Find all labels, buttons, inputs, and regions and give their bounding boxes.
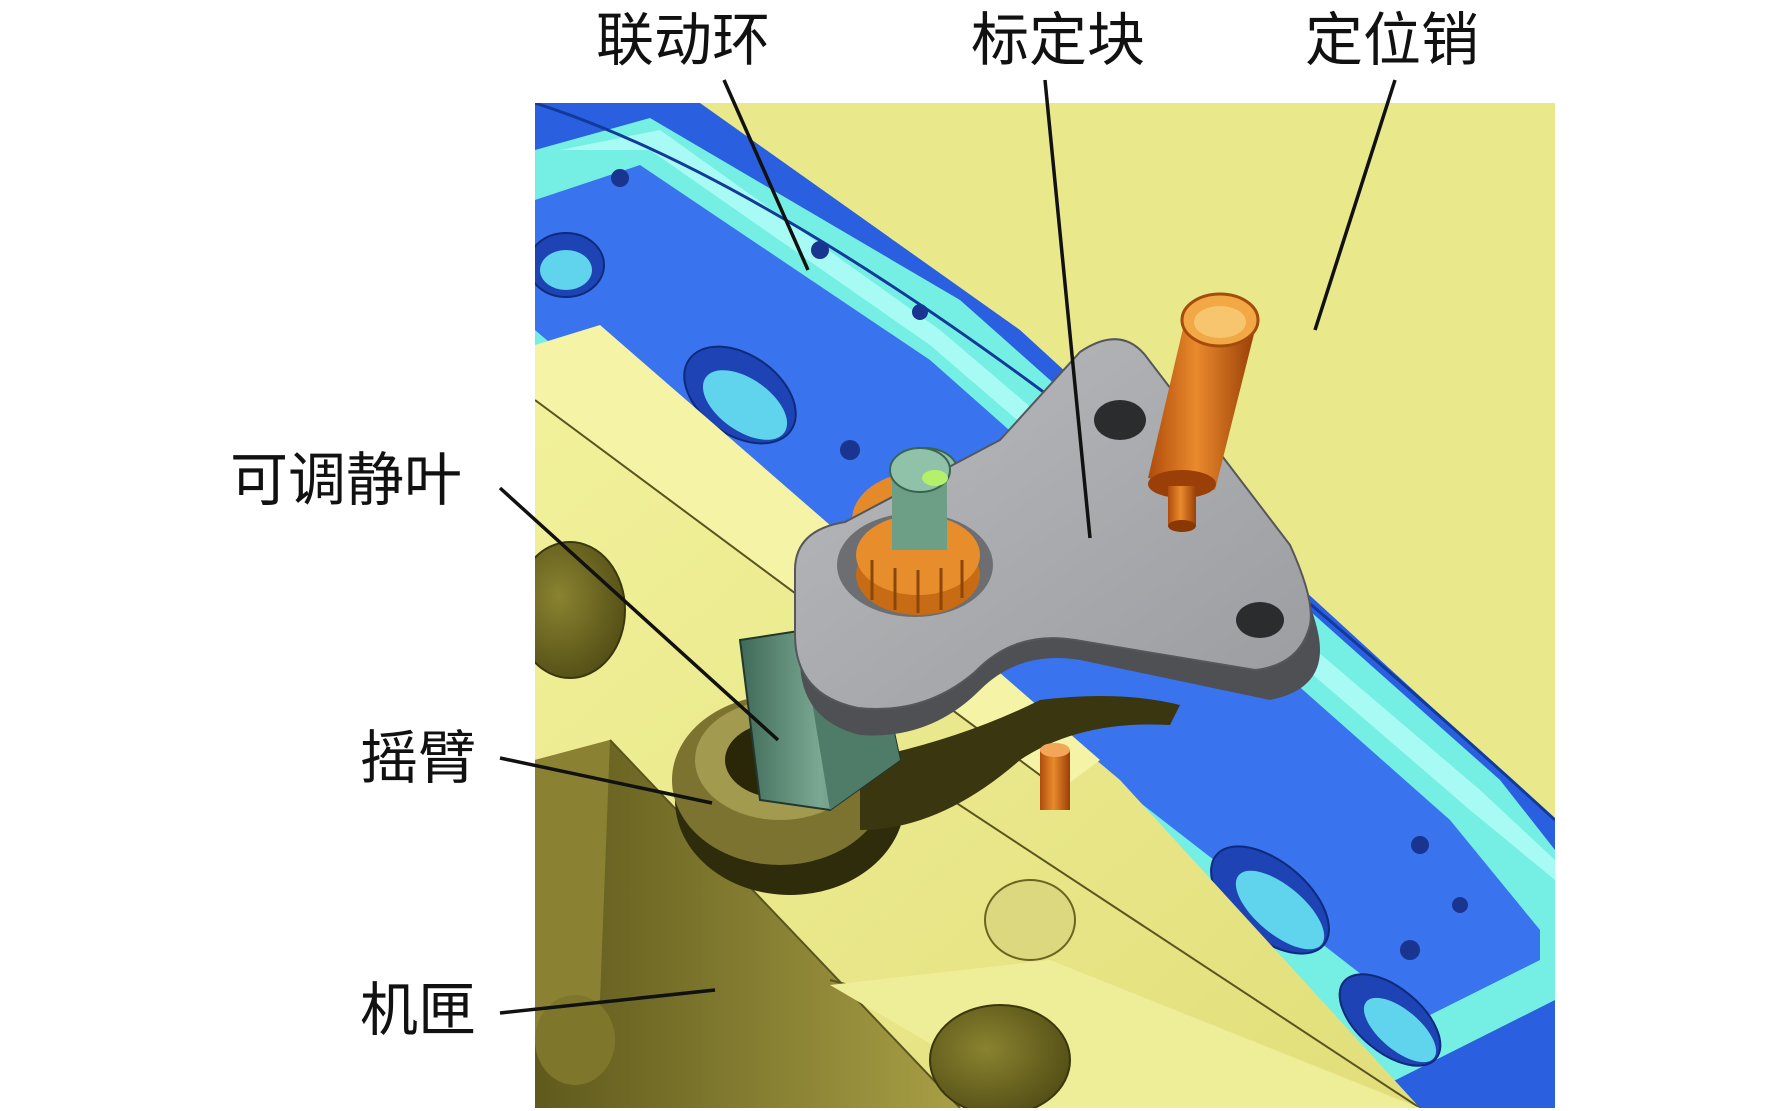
leader-calibration-block [1043, 79, 1092, 539]
locating-pin [1148, 292, 1260, 532]
leader-locating-pin [1313, 79, 1397, 331]
label-adjustable-vane: 可调静叶 [230, 446, 462, 514]
label-locating-pin: 定位销 [1305, 6, 1479, 74]
leader-adjustable-vane [498, 486, 780, 742]
label-calibration-block: 标定块 [971, 6, 1145, 74]
cad-scene [535, 103, 1555, 1108]
leader-casing [499, 988, 716, 1015]
label-rocker-arm: 摇臂 [360, 724, 476, 792]
leader-lines [498, 79, 1397, 1015]
callout-labels: 联动环 标定块 定位销 可调静叶 摇臂 机匣 [230, 6, 1479, 1044]
leader-rocker-arm [499, 756, 713, 805]
locating-pin-lower [1040, 743, 1070, 810]
vane-gear-front [856, 447, 980, 615]
label-casing: 机匣 [360, 976, 476, 1044]
leader-linkage-ring [722, 79, 810, 271]
label-linkage-ring: 联动环 [596, 6, 770, 74]
